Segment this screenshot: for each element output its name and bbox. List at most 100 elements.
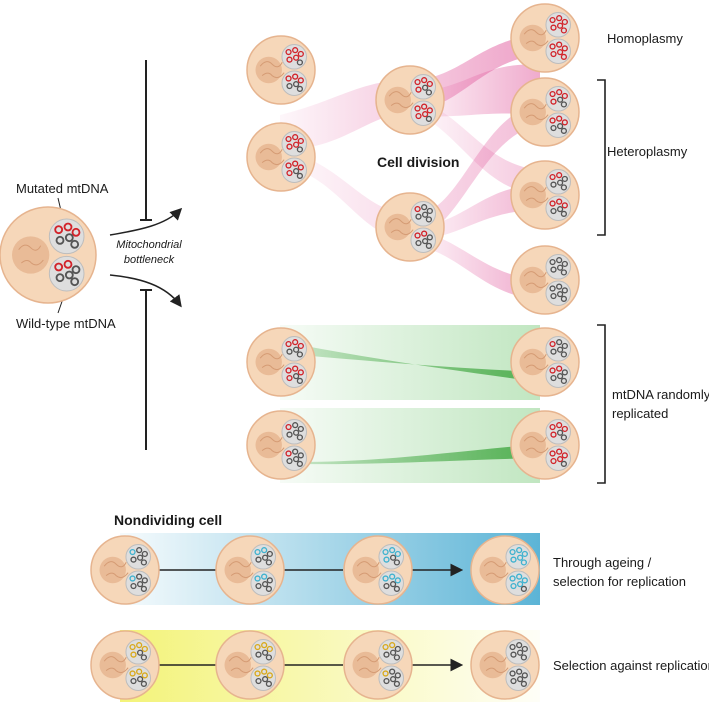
mutated-mtdna-dot	[285, 135, 292, 143]
mutated-mtdna-dot	[560, 53, 568, 61]
mutated-mtdna-dot	[254, 643, 261, 651]
wildtype-mtdna-dot	[510, 651, 517, 658]
nucleus	[255, 143, 282, 171]
mitochondrion-upper	[281, 44, 308, 70]
nucleus	[99, 556, 126, 584]
mitochondrion-upper	[281, 419, 308, 445]
wildtype-mtdna-dot	[140, 559, 148, 566]
mutated-mtdna-dot	[389, 642, 396, 649]
mitochondrion-upper	[281, 336, 308, 362]
wildtype-mtdna-dot	[421, 211, 429, 218]
mutated-mtdna-dot	[285, 48, 292, 56]
mitochondrion-upper	[545, 12, 572, 38]
wildtype-mtdna-dot	[292, 81, 300, 88]
mutated-mtdna-dot	[254, 670, 261, 677]
mitochondrion-lower	[281, 70, 308, 96]
mutated-mtdna-dot	[54, 225, 64, 235]
wildtype-mtdna-dot	[549, 285, 556, 292]
wildtype-mtdna-dot	[130, 556, 137, 563]
mutated-mtdna-dot	[394, 550, 401, 558]
wildtype-mtdna-dot	[560, 377, 568, 385]
wildtype-mtdna-dot	[556, 291, 564, 298]
wildtype-mtdna-dot	[520, 654, 528, 661]
mutated-mtdna-dot	[297, 137, 304, 145]
mutated-mtdna-dot	[516, 547, 523, 554]
wildtype-mtdna-dot	[425, 216, 433, 223]
mitochondrion-lower	[250, 570, 277, 597]
ageing-band	[120, 533, 540, 605]
wildtype-mtdna-dot	[136, 649, 144, 656]
nucleus	[255, 431, 282, 459]
mutated-mtdna-dot	[550, 98, 557, 105]
wildtype-mtdna-dot	[296, 146, 304, 153]
wildtype-mtdna-dot	[425, 115, 433, 123]
mutated-mtdna-dot	[561, 18, 568, 26]
mutated-mtdna-dot	[382, 548, 389, 556]
mutated-mtdna-dot	[389, 573, 396, 580]
wildtype-mtdna-dot	[389, 581, 397, 588]
wildtype-mtdna-dot	[70, 277, 80, 287]
mitochondrion-lower	[505, 570, 532, 597]
mutated-mtdna-dot	[426, 107, 433, 114]
wildtype-mtdna-dot	[560, 295, 568, 303]
wildtype-mtdna-dot	[265, 585, 273, 593]
mutated-mtdna-dot	[292, 160, 299, 167]
homoplasmy-mutant-cell	[510, 3, 580, 73]
mitochondrion-upper	[545, 254, 572, 280]
wildtype-mtdna-dot	[509, 670, 516, 677]
random-bracket	[597, 324, 606, 484]
wildtype-mtdna-dot	[550, 374, 557, 382]
wildtype-mtdna-dot	[550, 181, 557, 188]
mutated-mtdna-dot	[292, 339, 299, 346]
wildtype-mtdna-dot	[292, 448, 299, 455]
mutated-mtdna-dot	[285, 450, 292, 457]
wildtype-mtdna-dot	[426, 234, 433, 241]
bottleneck-bars	[140, 60, 152, 450]
wildtype-mtdna-dot	[556, 339, 563, 346]
nucleus	[384, 213, 411, 241]
random-start-cell-1	[246, 327, 316, 397]
random-label: mtDNA randomly replicated	[612, 385, 709, 423]
wildtype-mtdna-dot	[510, 677, 517, 685]
wildtype-mtdna-dot	[265, 680, 273, 688]
mitochondrion-lower	[545, 445, 572, 472]
mutated-mtdna-dot	[297, 342, 304, 350]
mitochondrion-lower	[410, 100, 437, 126]
wildtype-mtdna-dot	[556, 123, 564, 130]
against-cell-4	[470, 630, 540, 700]
wildtype-mtdna-dot	[265, 654, 273, 661]
nondividing-label: Nondividing cell	[114, 512, 223, 528]
mitochondrion-lower	[281, 362, 308, 389]
mutated-mtdna-dot	[550, 50, 557, 58]
mutated-mtdna-dot	[549, 173, 556, 181]
wildtype-mtdna-dot	[296, 460, 304, 468]
wildtype-mtdna-dot	[549, 258, 556, 266]
wildtype-mtdna-dot	[516, 676, 524, 683]
mitochondrion-upper	[410, 74, 437, 100]
wildtype-mtdna-dot	[550, 207, 557, 215]
mutated-mtdna-dot	[421, 77, 428, 84]
nucleus	[479, 651, 506, 679]
mutated-mtdna-dot	[266, 672, 273, 679]
wildtype-mtdna-dot	[136, 547, 143, 554]
mutated-mtdna-dot	[389, 547, 396, 554]
nucleus	[519, 348, 546, 376]
mutated-mtdna-dot	[550, 431, 557, 438]
mutated-mtdna-dot	[71, 227, 81, 237]
nucleus	[352, 556, 379, 584]
mutated-mtdna-dot	[285, 423, 292, 431]
wildtype-mtdna-dot	[286, 82, 293, 90]
nucleus	[384, 86, 411, 114]
random-end-cell-1	[510, 327, 580, 397]
wildtype-mtdna-dot	[550, 292, 557, 300]
wildtype-mtdna-dot	[521, 672, 528, 679]
random-line1: mtDNA randomly	[612, 387, 709, 402]
wildtype-mtdna-dot	[426, 207, 433, 215]
mutated-mtdna-dot	[266, 645, 273, 653]
mutated-mtdna-dot	[549, 423, 556, 431]
wildtype-mtdna-dot	[556, 429, 564, 436]
wildtype-mtdna-dot	[286, 431, 293, 438]
mutated-mtdna-dot	[556, 172, 563, 179]
mutated-mtdna-dot	[414, 105, 421, 112]
wildtype-mtdna-dot	[55, 273, 65, 283]
